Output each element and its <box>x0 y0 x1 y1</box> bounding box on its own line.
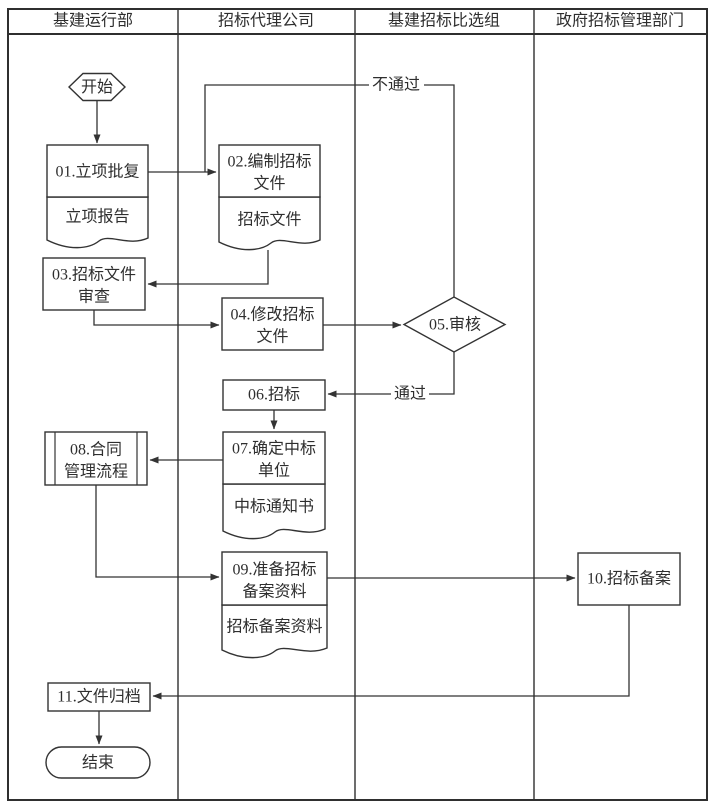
node-02: 02.编制招标 文件 招标文件 <box>218 144 321 251</box>
reject-edge-label: 不通过 <box>372 76 420 94</box>
node-08: 08.合同 管理流程 <box>44 431 148 486</box>
node-08-label-line1: 08.合同 <box>70 441 122 459</box>
node-08-label-line2: 管理流程 <box>64 463 128 481</box>
node-06: 06.招标 <box>222 379 326 411</box>
node-02-label-line2: 文件 <box>253 175 285 193</box>
node-06-label: 06.招标 <box>248 386 300 404</box>
approve-label-mask <box>391 385 429 403</box>
connector-05-pass-to-06 <box>327 352 455 398</box>
node-04-box <box>221 297 324 351</box>
end-terminator <box>45 746 151 779</box>
node-10-box <box>577 552 681 606</box>
start-label: 开始 <box>81 78 113 96</box>
node-01-label: 01.立项批复 <box>55 163 139 181</box>
connector-08-to-09 <box>95 485 220 581</box>
node-start: 开始 <box>67 72 127 102</box>
connectors <box>93 84 630 745</box>
node-09-doc-label: 招标备案资料 <box>226 618 322 636</box>
reject-label-mask <box>369 76 424 94</box>
node-09-box <box>221 551 328 606</box>
node-10: 10.招标备案 <box>577 552 681 606</box>
outer-frame <box>7 8 708 801</box>
node-02-document <box>218 196 321 251</box>
node-07-label-line1: 07.确定中标 <box>232 440 316 458</box>
end-label: 结束 <box>82 754 114 772</box>
lane-header-3: 基建招标比选组 <box>388 12 500 30</box>
node-11: 11.文件归档 <box>47 682 151 712</box>
node-07-document <box>222 483 326 540</box>
node-02-box <box>218 144 321 198</box>
connector-02-to-03 <box>147 250 269 288</box>
node-09-label-line2: 备案资料 <box>242 583 306 601</box>
node-09-label-line1: 09.准备招标 <box>232 561 316 579</box>
node-10-label: 10.招标备案 <box>587 570 671 588</box>
node-04-label-line2: 文件 <box>256 328 288 346</box>
node-03-box <box>42 257 146 311</box>
node-03-label-line2: 审查 <box>78 288 110 306</box>
node-08-box <box>44 431 148 486</box>
node-04-label-line1: 04.修改招标 <box>230 306 314 324</box>
node-end: 结束 <box>45 746 151 779</box>
lane-header-4: 政府招标管理部门 <box>556 12 684 30</box>
node-01-box <box>46 144 149 198</box>
node-05: 05.审核 <box>402 296 507 353</box>
node-09-document <box>221 604 328 659</box>
swimlane-frame: 基建运行部 招标代理公司 基建招标比选组 政府招标管理部门 <box>7 8 708 801</box>
node-01: 01.立项批复 立项报告 <box>46 144 149 249</box>
node-07-box <box>222 431 326 485</box>
node-03-label-line1: 03.招标文件 <box>52 266 136 284</box>
node-11-label: 11.文件归档 <box>57 688 140 706</box>
node-01-document <box>46 196 149 249</box>
connector-03-to-04 <box>93 310 220 329</box>
node-02-label-line1: 02.编制招标 <box>227 153 311 171</box>
node-03: 03.招标文件 审查 <box>42 257 146 311</box>
node-01-doc-label: 立项报告 <box>65 208 129 226</box>
node-05-label: 05.审核 <box>429 316 481 334</box>
approve-edge-label: 通过 <box>394 385 426 403</box>
connector-10-to-11 <box>152 605 630 700</box>
start-hexagon <box>67 72 127 102</box>
node-04: 04.修改招标 文件 <box>221 297 324 351</box>
node-02-doc-label: 招标文件 <box>237 211 301 229</box>
node-06-box <box>222 379 326 411</box>
lane-header-1: 基建运行部 <box>53 12 133 30</box>
node-09: 09.准备招标 备案资料 招标备案资料 <box>221 551 328 659</box>
node-05-diamond <box>402 296 507 353</box>
node-07-doc-label: 中标通知书 <box>234 498 314 516</box>
edge-labels: 不通过 通过 <box>369 76 429 403</box>
connector-05-reject-to-02 <box>204 84 455 297</box>
lane-header-2: 招标代理公司 <box>218 12 314 30</box>
node-07: 07.确定中标 单位 中标通知书 <box>222 431 326 540</box>
node-11-box <box>47 682 151 712</box>
node-07-label-line2: 单位 <box>258 462 290 480</box>
